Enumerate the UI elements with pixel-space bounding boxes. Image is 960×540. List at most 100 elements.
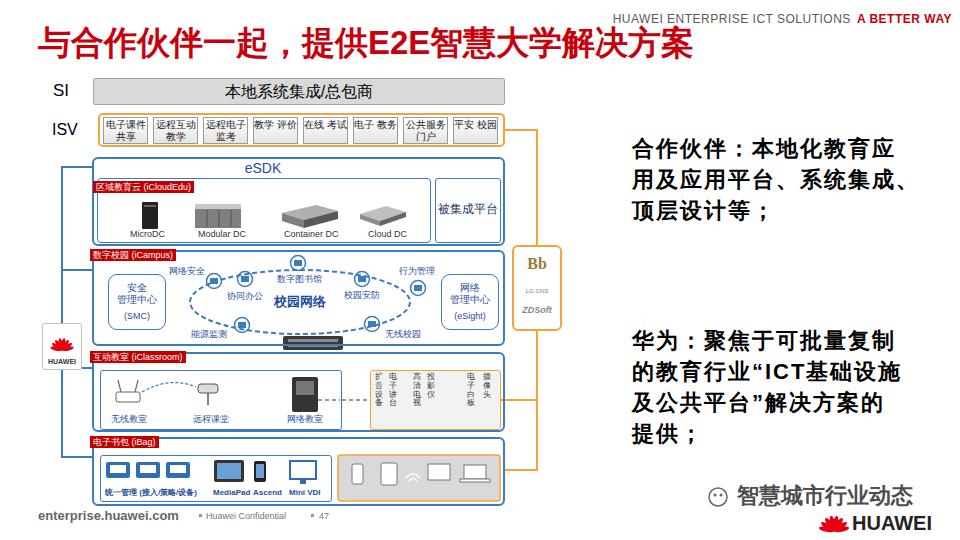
- tablet: [214, 460, 244, 482]
- node-text: 区域教育云 (iCloudEdu): [93, 181, 194, 193]
- box: 公共服务 门户: [403, 117, 448, 144]
- huawei-logo: [50, 338, 74, 352]
- connector: [501, 331, 537, 400]
- node-text: 高清电视: [413, 373, 421, 408]
- label-text: 网络安全: [168, 266, 206, 277]
- node-text: 统一管理 (接入/策略/设备): [105, 488, 197, 498]
- node-text: 教学 评价: [254, 119, 297, 131]
- node-text: 电子白板: [467, 373, 475, 408]
- box: 数字校园 (iCampus)安全 管理中心(SMC)校园网络网络 管理中心(eS…: [92, 250, 505, 346]
- node-text: 被集成平台: [436, 202, 500, 217]
- node-text: 电子 教务: [354, 119, 397, 131]
- wireless-link: [142, 383, 196, 392]
- node-text: 远程课堂: [193, 414, 229, 425]
- node-text: eSDK: [94, 160, 432, 177]
- container-dc-side: [282, 213, 304, 228]
- label-text: 无线校园: [384, 329, 422, 340]
- label-text: enterprise.huawei.com: [38, 508, 179, 524]
- campus-icon: [411, 281, 426, 296]
- connector: [505, 331, 537, 470]
- node-text: Bb: [514, 255, 560, 273]
- router: [116, 392, 140, 402]
- mgmt-icon-glyph: [110, 465, 126, 473]
- device-panel: [338, 455, 500, 501]
- node-text: 平安 校园: [454, 119, 497, 131]
- wechat-eye: [720, 494, 723, 497]
- micro-dc: [142, 202, 158, 229]
- node-text: 在线 考试: [304, 119, 347, 131]
- label-text: MicroDC: [130, 229, 165, 240]
- wechat-icon: [709, 488, 727, 506]
- label-text: 华为：聚焦于可批量复制 的教育行业“ICT基础设施 及公共平台”解决方案的 提供…: [632, 325, 942, 449]
- box: SI本地系统集成/总包商: [93, 78, 505, 105]
- box: 电子 教务: [353, 117, 398, 144]
- mgmt-icon-glyph: [170, 465, 186, 473]
- campus-icon-glyph: [241, 276, 249, 282]
- label-text: Container DC: [284, 229, 339, 240]
- box: 在线 考试: [303, 117, 348, 144]
- label-text: 行为管理: [398, 266, 436, 277]
- classroom-terminal: [292, 377, 318, 412]
- node-text: 网络 管理中心: [444, 282, 496, 306]
- label-text: HUAWEI: [852, 512, 932, 534]
- node-text: 无线教室: [111, 414, 147, 425]
- device-monitor: [428, 464, 450, 480]
- node-text: Mini VDI: [289, 488, 321, 498]
- label-text: A BETTER WAY: [857, 12, 952, 26]
- campus-icon-glyph: [238, 322, 246, 328]
- node-text: 互动教室 (iClassroom): [90, 351, 186, 363]
- node-text: 电子课件 共享: [104, 119, 147, 143]
- label-text: HUAWEI ENTERPRISE ICT SOLUTIONS: [613, 12, 851, 26]
- box: 远程互动 教学: [153, 117, 198, 144]
- node-text: MediaPad: [213, 488, 250, 498]
- dashed-link: [318, 399, 340, 401]
- micro-dc-detail: [144, 205, 156, 207]
- node-text: 网络教室: [287, 414, 323, 425]
- switch: [283, 336, 343, 350]
- device-laptop: [464, 465, 486, 479]
- footer-bullet: [199, 514, 202, 517]
- modular-dc-top: [195, 204, 241, 209]
- box: 网络 管理中心(eSight): [441, 274, 499, 330]
- modular-dc: [195, 209, 241, 228]
- mini-vdi: [290, 461, 316, 479]
- node-text: 远程互动 教学: [154, 119, 197, 143]
- node-text: 投影仪: [427, 373, 435, 399]
- cloud-dc-front: [380, 212, 406, 226]
- device-tablet: [381, 463, 397, 485]
- device-wifi: [406, 474, 420, 481]
- tablet-screen: [217, 463, 241, 479]
- box: 电子书包 (iBag)统一管理 (接入/策略/设备)MediaPadAscend…: [92, 437, 505, 506]
- connector: [82, 367, 92, 369]
- modular-dc-line: [219, 210, 220, 227]
- box: ISV电子课件 共享远程互动 教学远程电子 监考教学 评价在线 考试电子 教务公…: [98, 113, 505, 147]
- mini-vdi-stand: [300, 479, 306, 484]
- box: 统一管理 (接入/策略/设备) MediaPadAscend Mini VDI: [100, 455, 332, 502]
- node-text: 数字校园 (iCampus): [90, 249, 176, 261]
- wechat-eye: [714, 494, 717, 497]
- camera-stand: [207, 393, 209, 405]
- label-text: Modular DC: [198, 229, 246, 240]
- camera: [198, 384, 218, 393]
- node-text: 本地系统集成/总包商: [94, 82, 504, 101]
- classroom-terminal-screen: [296, 381, 314, 395]
- node-text: 扩音设备: [375, 373, 383, 408]
- label-text: 协同办公: [226, 291, 264, 302]
- node-text: 摄像头: [483, 373, 491, 399]
- node-text: HUAWEI: [43, 357, 81, 366]
- footer-bullet: [311, 514, 314, 517]
- label-text: 智慧城市行业动态: [737, 484, 913, 508]
- label-text: 校园安防: [343, 290, 381, 301]
- box: HUAWEI: [42, 323, 82, 370]
- box: 远程电子 监考: [203, 117, 248, 144]
- container-dc-front: [304, 211, 338, 228]
- mgmt-icon: [166, 462, 190, 478]
- connector: [342, 399, 370, 401]
- switch-ports: [288, 339, 338, 342]
- node-text: 电子讲台: [389, 373, 397, 408]
- title: 与合作伙伴一起，提供E2E智慧大学解决方案: [38, 24, 694, 62]
- box: 平安 校园: [453, 117, 498, 144]
- node-text: Ascend: [253, 488, 282, 498]
